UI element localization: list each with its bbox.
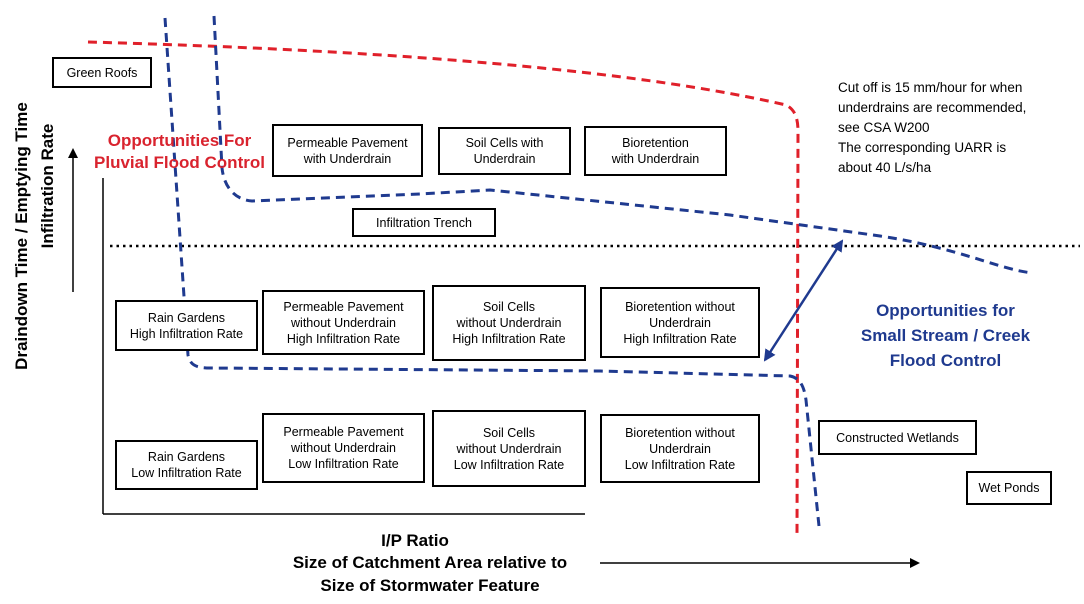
soil-cells-high-box: Soil Cells without Underdrain High Infil… [432,285,586,361]
rain-gardens-high-box: Rain Gardens High Infiltration Rate [115,300,258,351]
permeable-pavement-high-box: Permeable Pavement without Underdrain Hi… [262,290,425,355]
blue-double-arrow [763,239,844,362]
permeable-pavement-underdrain-box: Permeable Pavement with Underdrain [272,124,423,177]
bioretention-low-box: Bioretention without Underdrain Low Infi… [600,414,760,483]
y-axis-label: Draindown Time / Emptying Time [12,102,31,370]
x-axis-label: I/P Ratio [381,531,449,550]
x-axis-sublabel-2: Size of Stormwater Feature [320,576,540,595]
permeable-pavement-low-box: Permeable Pavement without Underdrain Lo… [262,413,425,483]
cutoff-note: Cut off is 15 mm/hour for when underdrai… [838,80,1027,175]
blue-dashed-boundary-upper [212,15,1034,275]
blue-dashed-boundary-lower [163,17,821,527]
y-axis-sublabel: Infiltration Rate [38,123,57,249]
x-axis-sublabel: Size of Catchment Area relative to [292,553,568,572]
green-roofs-box: Green Roofs [52,57,152,88]
creek-flood-control-label: Opportunities for Small Stream / Creek F… [860,301,1031,370]
pluvial-flood-control-label: Opportunities For Pluvial Flood Control [94,131,265,172]
bioretention-underdrain-box: Bioretention with Underdrain [584,126,727,176]
soil-cells-underdrain-box: Soil Cells with Underdrain [438,127,571,175]
rain-gardens-low-box: Rain Gardens Low Infiltration Rate [115,440,258,490]
red-dashed-boundary [87,40,800,537]
infiltration-trench-box: Infiltration Trench [352,208,496,237]
soil-cells-low-box: Soil Cells without Underdrain Low Infilt… [432,410,586,487]
constructed-wetlands-box: Constructed Wetlands [818,420,977,455]
wet-ponds-box: Wet Ponds [966,471,1052,505]
bioretention-high-box: Bioretention without Underdrain High Inf… [600,287,760,358]
